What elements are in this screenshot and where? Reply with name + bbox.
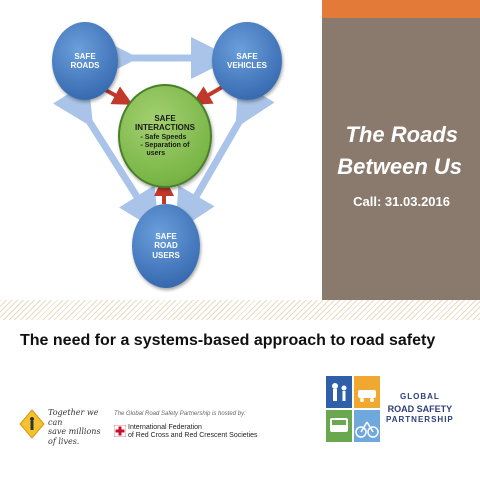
- node-label: SAFE: [155, 232, 177, 242]
- grsp-line: GLOBAL: [399, 392, 440, 401]
- node-item: users: [146, 150, 166, 158]
- node-label: INTERACTIONS: [135, 122, 195, 132]
- arrow-vehicles-users: [175, 81, 275, 233]
- hosted-by-text: The Global Road Safety Partnership is ho…: [114, 411, 246, 417]
- node-label: USERS: [152, 250, 180, 260]
- arrow-roads-users: [53, 81, 160, 232]
- node-item: - Safe Speeds: [140, 134, 187, 142]
- title-line-2: Between Us: [337, 154, 462, 179]
- ifrc-name: International Federation of Red Cross an…: [128, 424, 258, 441]
- grsp-name: GLOBAL ROAD SAFETY PARTNERSHIP: [386, 392, 454, 426]
- arrow-vehicles-interactions: [191, 84, 226, 106]
- grsp-line: ROAD SAFETY: [387, 403, 453, 414]
- ifrc-line: International Federation: [128, 424, 202, 431]
- node-label: SAFE: [74, 51, 96, 61]
- title-panel: The Roads Between Us Call: 31.03.2016: [322, 0, 480, 300]
- grsp-logo-icon: [326, 376, 380, 442]
- node-label: VEHICLES: [226, 61, 267, 70]
- node-item: - Separation of: [140, 142, 190, 150]
- accent-stripe: [322, 0, 480, 18]
- slogan-line: save millions: [48, 427, 101, 437]
- slogan-line: of lives.: [48, 436, 80, 446]
- node-label: SAFE: [154, 113, 176, 123]
- grsp-line: PARTNERSHIP: [386, 414, 454, 424]
- together-logo: Together we can save millions of lives.: [18, 402, 110, 446]
- node-label: ROAD: [154, 241, 178, 251]
- slide-subtitle: The need for a systems-based approach to…: [20, 332, 436, 349]
- call-date: Call: 31.03.2016: [353, 194, 450, 209]
- hatched-divider: [0, 300, 480, 320]
- diagram-arrows: [53, 37, 275, 233]
- node-label: ROADS: [70, 61, 100, 70]
- road-sign-icon: [19, 409, 45, 439]
- slogan-line: Together we can: [48, 408, 99, 427]
- ifrc-line: of Red Cross and Red Crescent Societies: [128, 432, 258, 440]
- ifrc-cross-icon: [114, 425, 126, 437]
- node-label: SAFE: [236, 51, 258, 61]
- title-line-1: The Roads: [345, 122, 458, 147]
